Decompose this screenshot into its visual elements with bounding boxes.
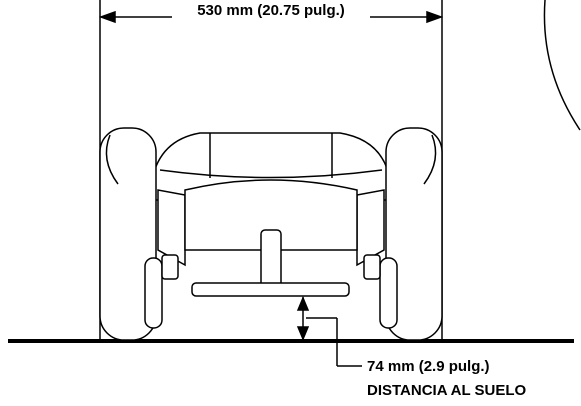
width-label: 530 mm (20.75 pulg.) <box>197 2 345 19</box>
clearance-label: 74 mm (2.9 pulg.) <box>367 358 490 375</box>
wheelchair-body <box>99 127 443 341</box>
clearance-dimension <box>296 296 362 367</box>
clearance-caption: DISTANCIA AL SUELO <box>367 382 527 399</box>
turning-radius-arc <box>543 0 581 131</box>
